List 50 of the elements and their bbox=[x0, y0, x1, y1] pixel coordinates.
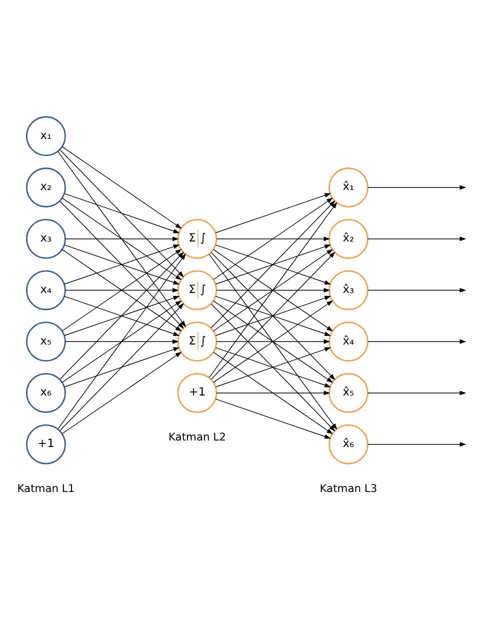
arrow bbox=[62, 146, 182, 228]
arrow bbox=[367, 287, 466, 292]
arrow bbox=[58, 252, 186, 429]
node-circle: x̂₃ bbox=[328, 270, 368, 310]
arrow bbox=[64, 236, 179, 241]
arrow bbox=[367, 184, 466, 190]
arrow bbox=[213, 300, 334, 382]
arrow bbox=[64, 346, 180, 387]
arrow bbox=[210, 303, 336, 431]
node-circle: x₂ bbox=[26, 167, 66, 207]
arrow bbox=[215, 192, 332, 233]
arrow bbox=[367, 236, 466, 241]
node-circle: x₆ bbox=[26, 372, 66, 412]
arrow bbox=[208, 253, 338, 430]
arrow bbox=[215, 346, 332, 387]
node-circle: x₅ bbox=[26, 321, 66, 362]
arrow bbox=[208, 201, 338, 378]
arrow bbox=[216, 287, 330, 292]
arrow bbox=[213, 197, 334, 280]
node-circle: x₄ bbox=[26, 270, 66, 310]
arrow bbox=[60, 148, 184, 277]
label: Katman L2 bbox=[168, 430, 226, 443]
node-circle: +1 bbox=[26, 424, 66, 464]
arrow bbox=[60, 251, 184, 380]
node-circle: x₃ bbox=[26, 218, 66, 258]
arrow bbox=[216, 338, 330, 344]
label: Katman L1 bbox=[17, 481, 75, 494]
arrow bbox=[216, 390, 330, 395]
arrow bbox=[367, 390, 466, 395]
arrow bbox=[216, 236, 330, 241]
arrow bbox=[62, 300, 182, 382]
arrow bbox=[215, 398, 332, 438]
arrow bbox=[367, 442, 466, 446]
arrow bbox=[213, 351, 334, 434]
arrow bbox=[64, 338, 179, 344]
arrow bbox=[60, 302, 184, 431]
arrow bbox=[62, 351, 182, 434]
arrow bbox=[64, 287, 179, 292]
node-circle: x₁ bbox=[26, 116, 66, 156]
arrow bbox=[210, 200, 336, 328]
arrow bbox=[64, 295, 180, 336]
label: Katman L3 bbox=[320, 481, 378, 494]
arrow bbox=[60, 200, 184, 328]
arrow bbox=[64, 192, 180, 233]
arrow bbox=[367, 338, 466, 344]
arrow bbox=[58, 150, 186, 327]
arrow bbox=[62, 197, 182, 280]
arrow bbox=[215, 295, 332, 336]
node-circle: +1 bbox=[177, 372, 218, 412]
node-circle: x̂₄ bbox=[328, 321, 368, 362]
